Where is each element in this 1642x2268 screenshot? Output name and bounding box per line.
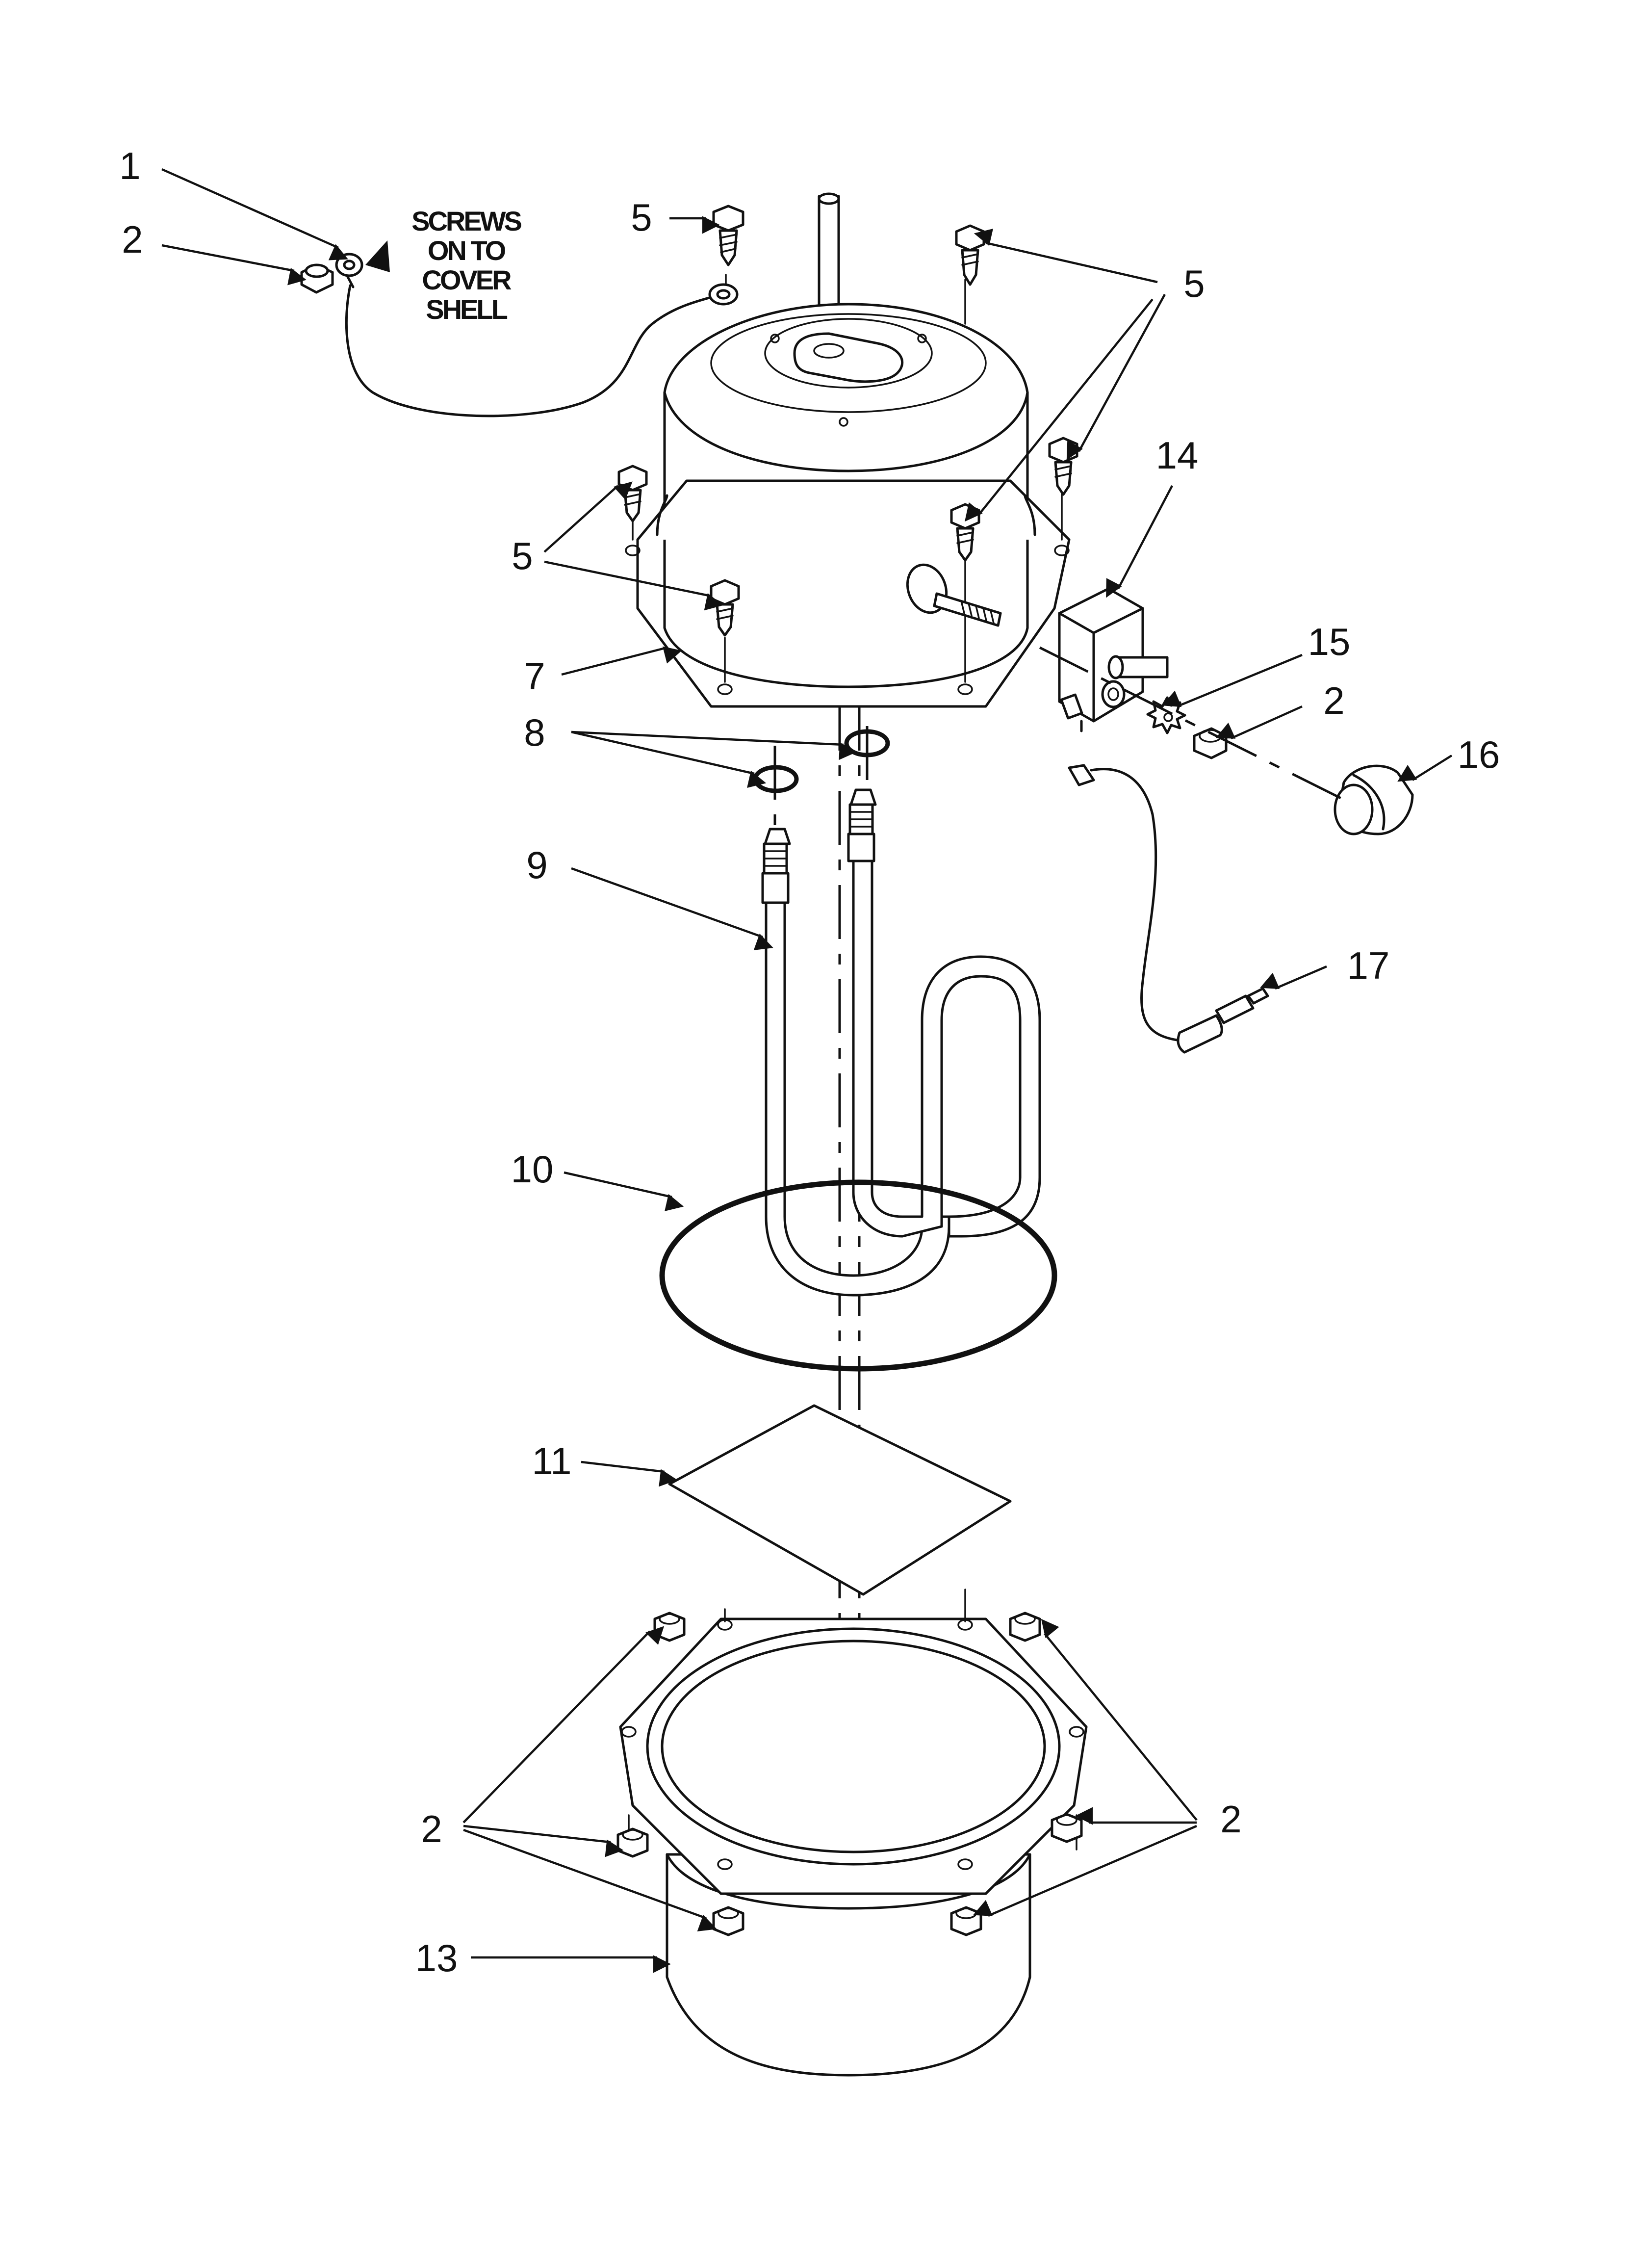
screw-left-side [617,465,648,522]
callout-14: 14 [1156,434,1199,477]
thermostat [1058,587,1169,732]
note-line-1: SCREWS [411,206,521,236]
gasket-ring [659,1179,1057,1372]
screw-top [712,205,744,266]
note-line-3: COVER [422,264,512,295]
callout-2-nut-top: 2 [122,218,143,261]
star-washer [1146,696,1186,734]
callout-13: 13 [415,1936,458,1980]
cover-shell [625,192,1071,708]
insulator-sheet [668,1404,1012,1596]
callout-2-thermostat: 2 [1323,679,1344,722]
callout-2-base-right: 2 [1220,1798,1241,1841]
callout-17: 17 [1347,944,1390,987]
screw-right-top [955,224,985,286]
callout-5-top: 5 [631,196,652,239]
thermostat-axis [1039,646,1345,801]
wire-lead [1068,764,1269,1054]
callout-7: 7 [524,654,545,698]
note-line-4: SHELL [426,294,507,325]
tank-base [619,1589,1088,2077]
note-line-2: ON TO [428,235,506,266]
knob [1334,764,1414,835]
callout-11: 11 [532,1439,572,1483]
callout-5-right: 5 [1183,262,1205,305]
callout-16: 16 [1458,733,1500,776]
callout-8: 8 [524,711,545,754]
callout-2-base-left: 2 [421,1807,442,1851]
callout-10: 10 [511,1147,554,1191]
callout-numbers: 1 2 5 5 5 14 15 2 7 8 16 9 17 10 11 2 2 … [119,144,1500,1980]
heating-element [761,788,1041,1297]
screws-note: SCREWS ON TO COVER SHELL [365,206,524,325]
leader-lines [161,168,1453,1973]
callout-1: 1 [119,144,140,187]
callout-5-left: 5 [512,534,533,577]
callout-9: 9 [526,843,547,886]
callout-15: 15 [1308,620,1351,663]
screw-right-side [1048,437,1078,496]
